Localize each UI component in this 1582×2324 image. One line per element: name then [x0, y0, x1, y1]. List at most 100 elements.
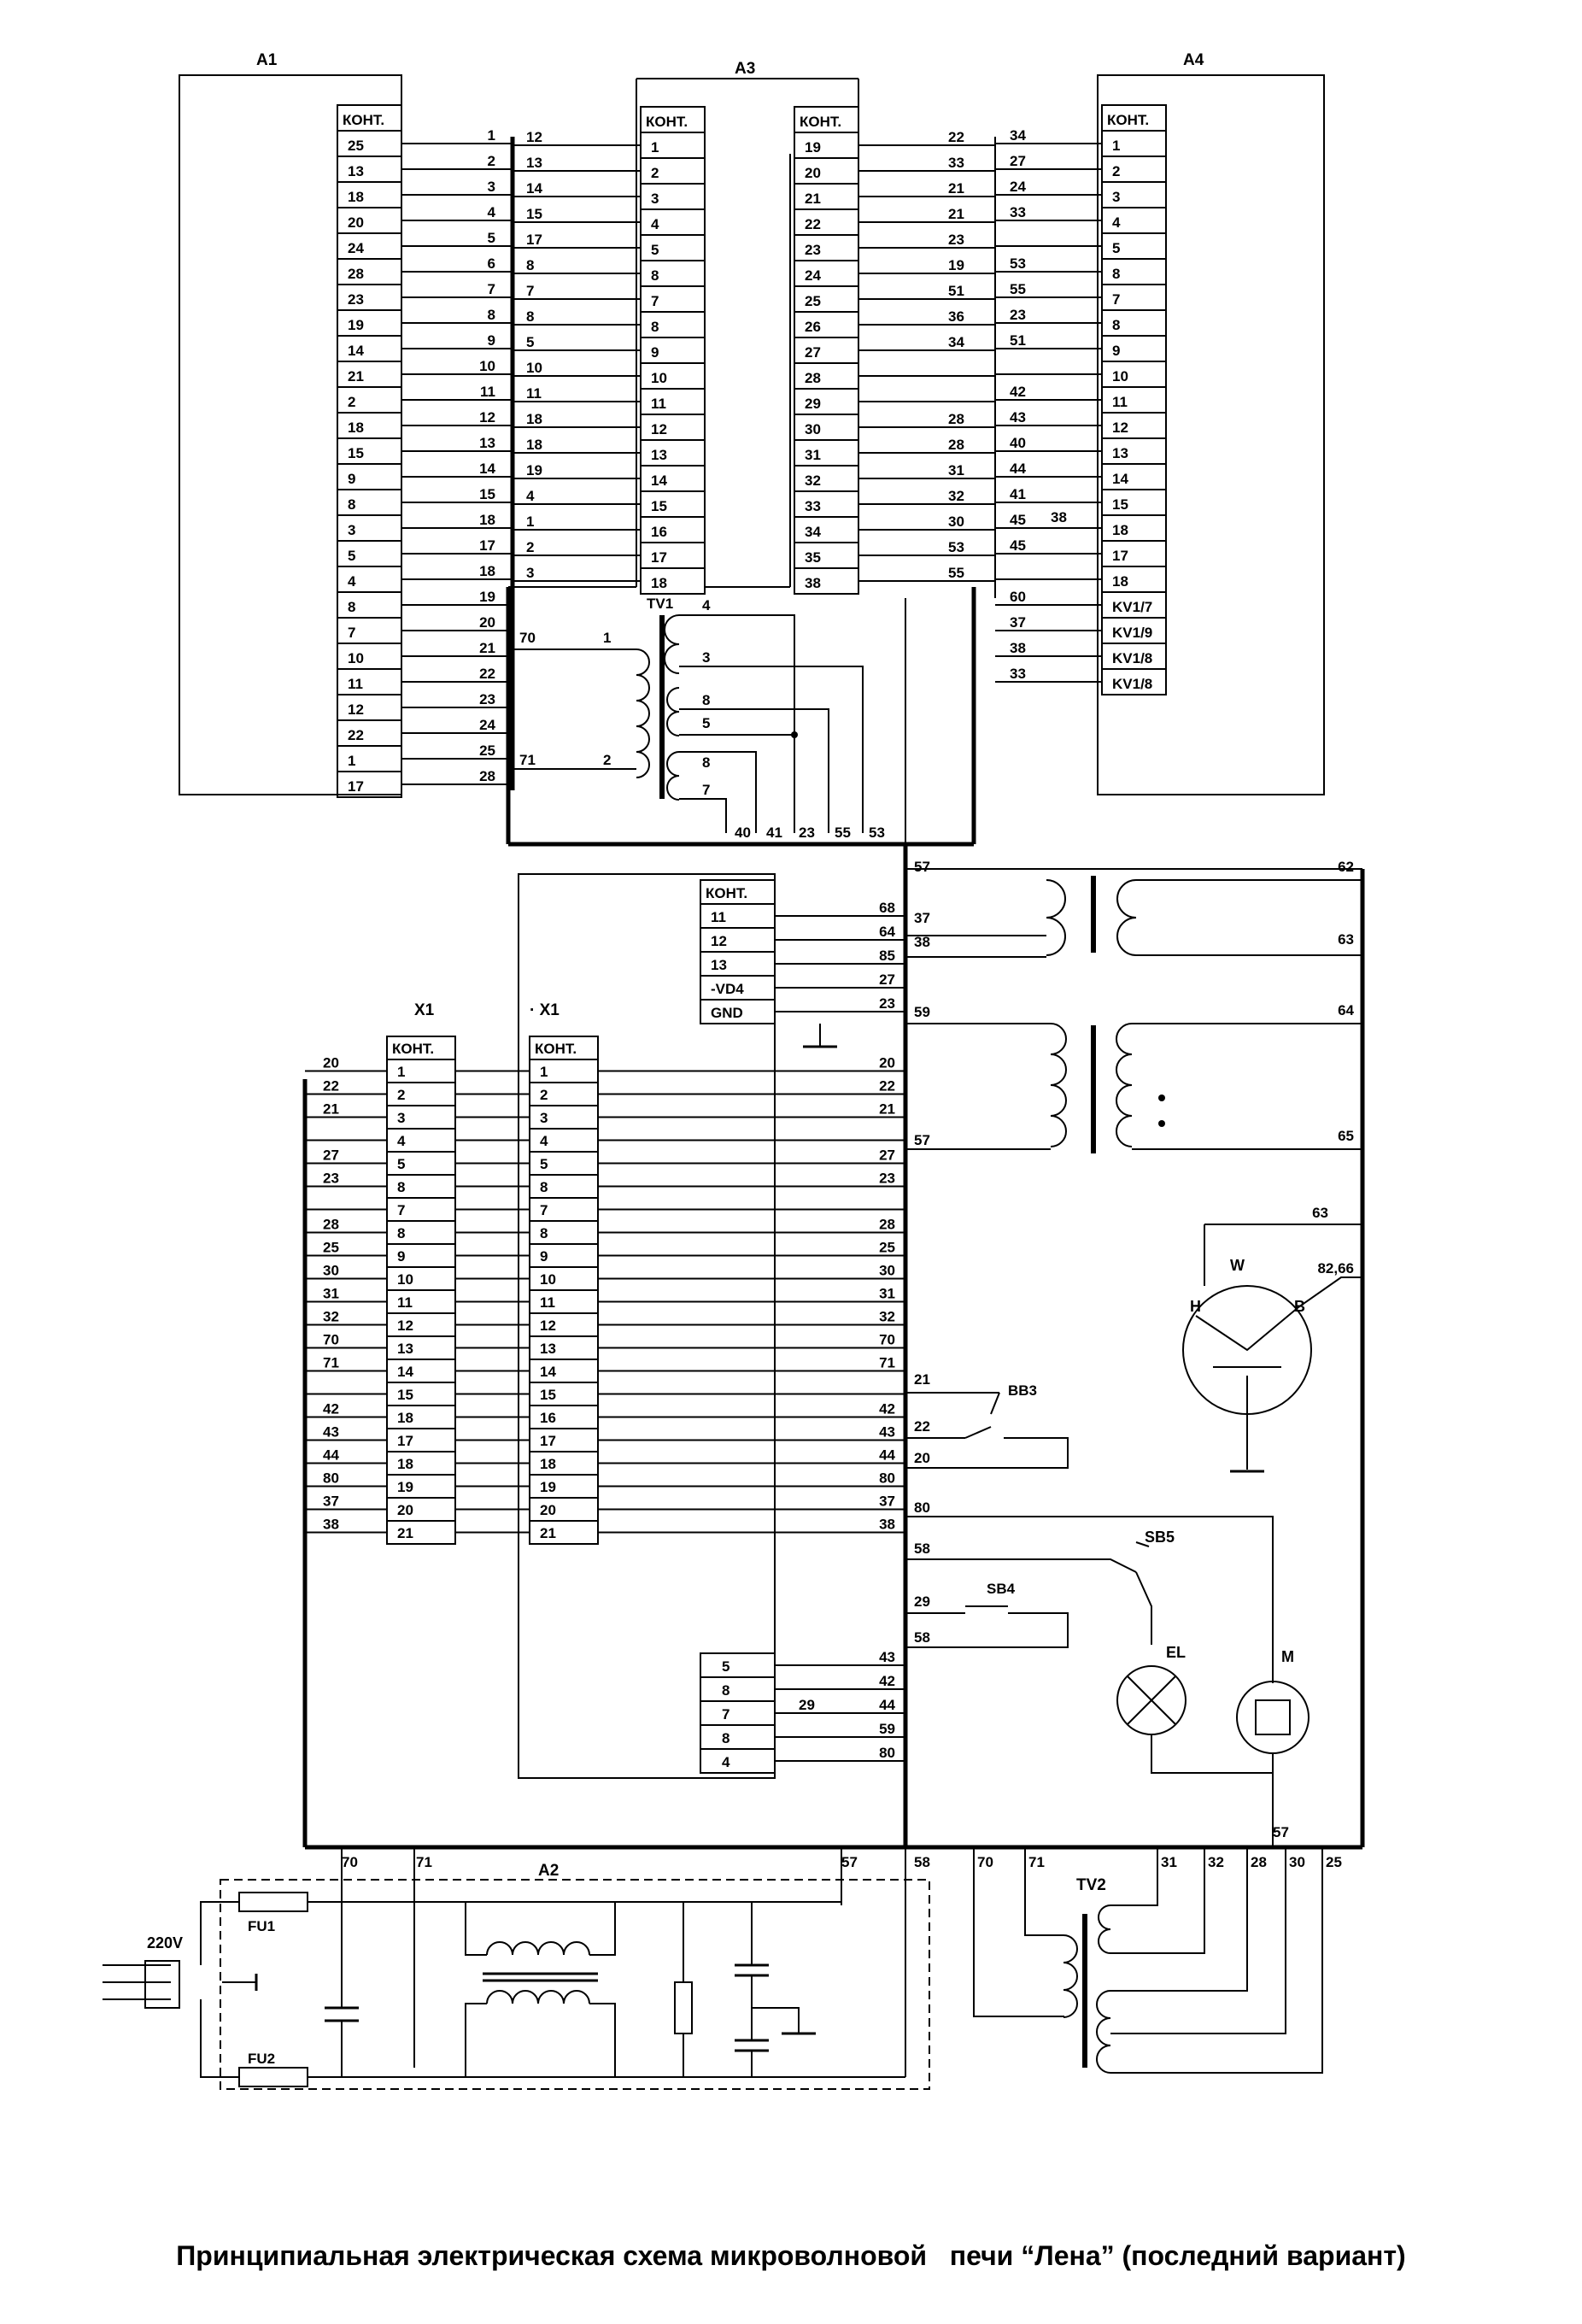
a1-terminal-row-label: 15 — [348, 445, 364, 461]
right-label: 37 — [914, 910, 930, 926]
bb3-switch-arm — [964, 1426, 992, 1439]
x1-right-terminal-row-label: 17 — [540, 1433, 556, 1449]
wire — [1110, 1847, 1323, 2074]
tv2-top-label: 28 — [1251, 1854, 1267, 1870]
tv1-secondary-wire — [679, 798, 727, 833]
wire — [905, 1612, 1069, 1648]
tv1-label: 71 — [519, 752, 536, 768]
a3-left-terminal-row-label: 12 — [651, 421, 667, 437]
x1-left-terminal-row-label: 18 — [397, 1410, 413, 1426]
a3-left-wire-number: 19 — [526, 462, 542, 478]
x1-left-terminal-row-label: 4 — [397, 1133, 406, 1149]
wire — [1110, 1847, 1158, 1906]
a4-terminal-row-label: KV1/8 — [1112, 650, 1152, 666]
a3-right-terminal-row-label: 31 — [805, 447, 821, 463]
x1-right-wire-number: 28 — [879, 1217, 895, 1233]
wire — [1025, 2016, 1064, 2017]
x1-right-wire-number: 22 — [879, 1078, 895, 1095]
x1-left-terminal-row-label: 7 — [397, 1202, 405, 1218]
x1-left-wire-number: 70 — [323, 1332, 339, 1348]
x1-left-terminal-row-label: 3 — [397, 1110, 405, 1126]
ctrl-wire-number: 27 — [879, 971, 895, 988]
a3-left-wire-number: 3 — [526, 565, 534, 581]
tv1-secondary-coil — [666, 751, 680, 801]
right-label: 20 — [914, 1450, 930, 1466]
right-label: 57 — [914, 859, 930, 875]
a1-terminal-row-label: 3 — [348, 522, 355, 538]
sb5-contact — [1135, 1541, 1150, 1547]
a1-terminal-row-label: 7 — [348, 625, 355, 641]
bb3-label: BB3 — [1008, 1382, 1037, 1399]
right-label: 62 — [1338, 859, 1354, 875]
tv1-label: 5 — [702, 715, 710, 731]
x1-left-wire-number: 37 — [323, 1494, 339, 1510]
x1-right-wire-number: 70 — [879, 1332, 895, 1348]
a1-wire-number: 7 — [488, 281, 495, 297]
right-label: 58 — [914, 1541, 930, 1557]
right-label: 65 — [1338, 1128, 1354, 1144]
right-label: 22 — [914, 1418, 930, 1435]
x1-left-wire-number: 20 — [323, 1055, 339, 1071]
x1-right-wire-number: 31 — [879, 1286, 895, 1302]
a4-wire-number: 45 — [1010, 537, 1026, 554]
lamp-cross — [1127, 1676, 1176, 1725]
a1-wire-number: 25 — [479, 742, 495, 759]
magnetron-h-label: H — [1190, 1298, 1201, 1315]
wire — [905, 1558, 1137, 1573]
a1-wire-number: 13 — [479, 435, 495, 451]
tv2-title: TV2 — [1076, 1876, 1106, 1894]
a3-right-wire-number: 32 — [948, 488, 964, 504]
a4-wire-number: 34 — [1010, 127, 1026, 144]
lower-wire-number: 59 — [879, 1721, 895, 1737]
tv2-top-label: 31 — [1161, 1854, 1177, 1870]
wire — [1024, 1847, 1063, 1936]
lower-terminal-cell — [700, 1748, 776, 1774]
a4-terminal-row-label: KV1/9 — [1112, 625, 1152, 641]
x1-left-wire-number: 23 — [323, 1171, 339, 1187]
a3-left-wire-number: 1 — [526, 514, 534, 530]
a1-wire-number: 18 — [479, 512, 495, 528]
a3-left-wire-number: 4 — [526, 488, 535, 504]
a3-left-terminal-row-label: 14 — [651, 472, 667, 489]
a1-terminal-row-label: 8 — [348, 599, 355, 615]
a3-left-terminal-row-label: 8 — [651, 319, 659, 335]
a3-left-terminal-row-label: 18 — [651, 575, 667, 591]
a1-terminal-row-label: 28 — [348, 266, 364, 282]
a4-terminal-row-label: 18 — [1112, 573, 1128, 590]
a1-terminal-row-label: 8 — [348, 496, 355, 513]
a4-wire-number: 45 — [1010, 512, 1026, 528]
x1-right-title: · X1 — [530, 1001, 560, 1019]
x1-right-wire-number: 43 — [879, 1424, 895, 1441]
ctrl-wire-number: 64 — [879, 924, 895, 940]
x1-right-terminal-row-label: 14 — [540, 1364, 556, 1380]
wire — [1110, 1847, 1286, 2034]
x1-left-wire-number: 30 — [323, 1263, 339, 1279]
a3-left-wire-number: 11 — [526, 385, 542, 402]
a4-wire-number: 53 — [1010, 255, 1026, 272]
x1-left-terminal-row-label: 8 — [397, 1179, 405, 1195]
right-label: 59 — [914, 1004, 930, 1020]
magnetron-label: W — [1230, 1257, 1245, 1274]
x1-right-terminal-row-label: 8 — [540, 1179, 548, 1195]
lower-terminal-label: 8 — [722, 1682, 729, 1699]
a4-wire-number: 33 — [1010, 204, 1026, 220]
ctrl-wire-number: 23 — [879, 995, 895, 1012]
tv1-label: 70 — [519, 630, 536, 646]
x1-left-terminal-row-label: 15 — [397, 1387, 413, 1403]
wire — [589, 1902, 616, 1956]
lower-terminal-cell — [700, 1652, 776, 1678]
x1-left-terminal-row-label: 21 — [397, 1525, 413, 1541]
a1-wire-number: 20 — [479, 614, 495, 631]
a1-wire-number: 23 — [479, 691, 495, 707]
a1-terminal-row-label: 4 — [348, 573, 356, 590]
a2-filter-box — [220, 1879, 930, 2090]
a1-wire-number: 12 — [479, 409, 495, 425]
a3-right-terminal-row-label: 35 — [805, 549, 821, 566]
a3-left-wire-number: 8 — [526, 308, 534, 325]
lower-terminal-label: 7 — [722, 1706, 729, 1722]
a4-wire-number: 51 — [1010, 332, 1026, 349]
tv1-label: 8 — [702, 692, 710, 708]
a4-extra-number: 38 — [1051, 509, 1067, 525]
a1-wire-number: 1 — [488, 127, 495, 144]
a3-left-terminal-row-label: 13 — [651, 447, 667, 463]
